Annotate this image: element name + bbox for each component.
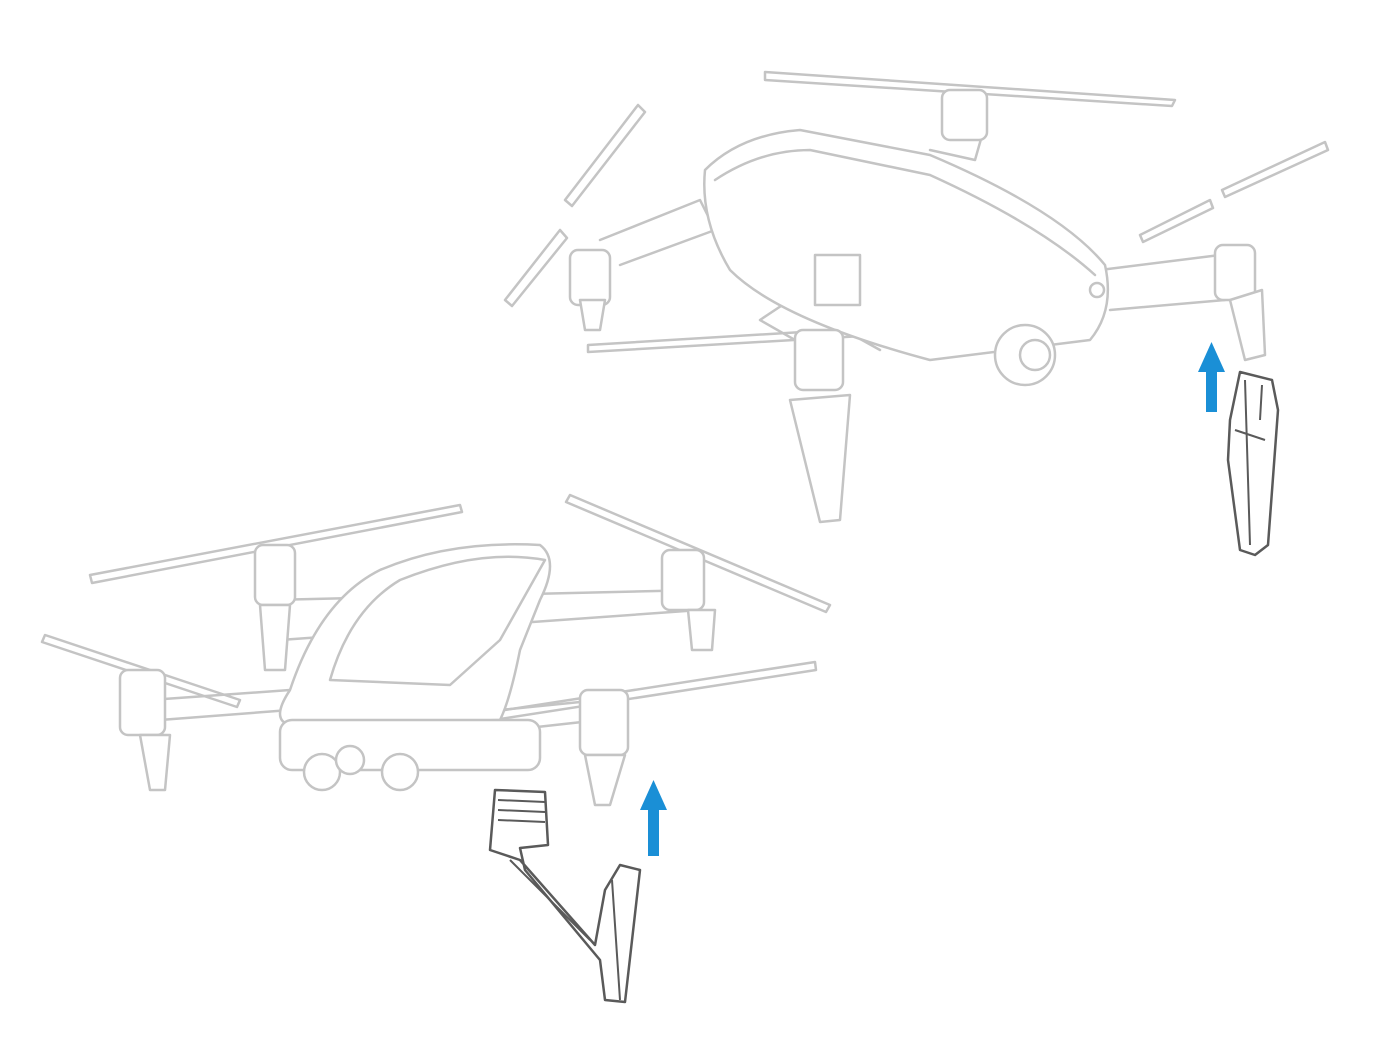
drone-top-right (503, 70, 1330, 524)
arm (148, 688, 292, 722)
arrow-up-icon (1198, 342, 1225, 412)
propeller (88, 503, 464, 585)
landing-leg (788, 393, 852, 524)
body-line (713, 148, 1097, 277)
propeller (564, 493, 832, 614)
propeller (503, 228, 569, 308)
top-cover (328, 555, 547, 687)
propeller (1220, 140, 1330, 199)
arm (598, 198, 717, 267)
motor (578, 688, 630, 757)
status-led (1088, 281, 1106, 299)
motor (793, 328, 845, 392)
landing-leg (686, 608, 717, 652)
arrow-up-icon (640, 780, 667, 856)
motor (1213, 243, 1257, 302)
camera-lens (1018, 338, 1052, 372)
propeller (763, 70, 1177, 108)
motor (940, 88, 989, 142)
motor (568, 248, 612, 307)
drone-bottom-left (40, 493, 832, 807)
landing-leg (258, 603, 292, 672)
landing-leg (138, 733, 172, 792)
landing-gear-extension-front (488, 788, 642, 1004)
front-sensor (380, 752, 420, 792)
propeller (40, 633, 242, 709)
front-sensor (302, 752, 342, 792)
motor (253, 543, 297, 607)
arm (1098, 253, 1227, 312)
landing-leg (1228, 288, 1267, 362)
landing-leg (583, 753, 627, 807)
camera-gimbal (993, 323, 1057, 387)
drone-body (703, 128, 1110, 362)
landing-gear-extension-rear (1226, 370, 1280, 557)
landing-leg (578, 298, 607, 332)
motor (118, 668, 167, 737)
propeller (563, 103, 647, 208)
body-vent (813, 253, 862, 307)
motor (660, 548, 706, 612)
propeller (1138, 198, 1215, 244)
camera-lens (334, 744, 366, 776)
